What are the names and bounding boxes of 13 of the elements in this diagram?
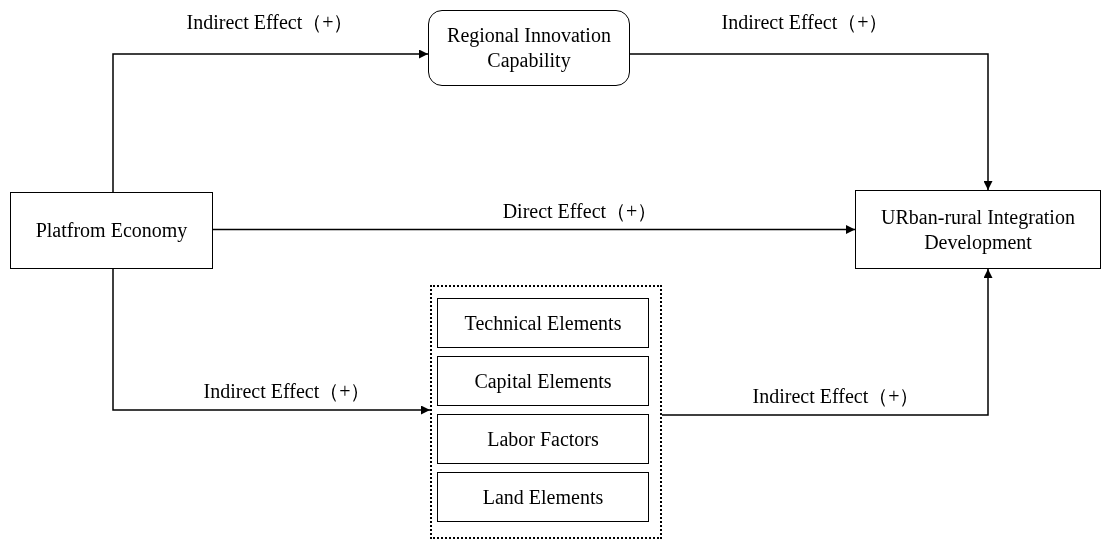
arrow	[112, 268, 431, 415]
process-box: Labor Factors	[437, 414, 649, 464]
arrow	[112, 49, 429, 193]
arrow	[212, 225, 856, 234]
process-box: Platfrom Economy	[10, 192, 213, 269]
dotted-group-box	[430, 285, 662, 539]
arrow	[661, 268, 993, 416]
process-box: URban-rural Integration Development	[855, 190, 1101, 269]
rounded-box: Regional Innovation Capability	[428, 10, 630, 86]
process-box: Land Elements	[437, 472, 649, 522]
process-box: Technical Elements	[437, 298, 649, 348]
arrow	[629, 53, 993, 191]
process-box: Capital Elements	[437, 356, 649, 406]
